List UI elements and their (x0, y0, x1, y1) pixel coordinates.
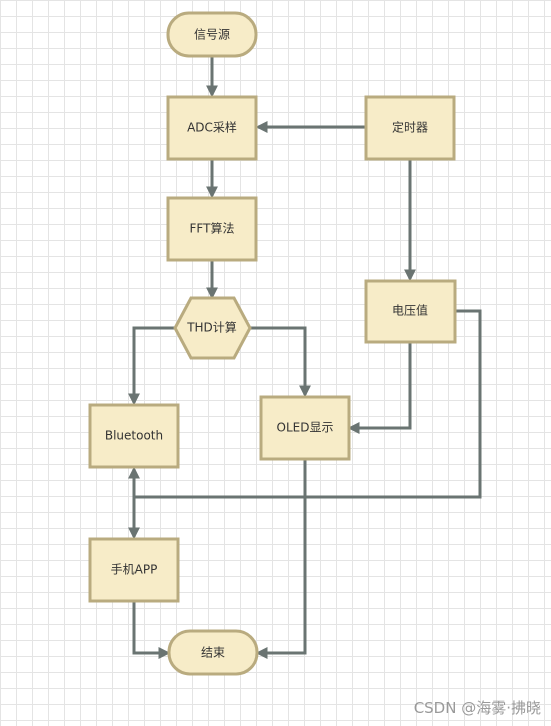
end-shape (167, 629, 259, 676)
node-end: 结束 (167, 629, 259, 676)
node-phone-app: 手机APP (88, 537, 180, 603)
node-voltage: 电压值 (364, 279, 457, 344)
oled-label: OLED显示 (277, 421, 334, 435)
fft-label: FFT算法 (190, 221, 235, 236)
node-fft: FFT算法 (166, 196, 258, 262)
edge-thd-to-bluetooth (128, 326, 177, 406)
bluetooth-label: Bluetooth (105, 429, 163, 443)
end-label: 结束 (201, 646, 225, 660)
adc-label: ADC采样 (187, 120, 237, 135)
fft-shape (166, 196, 258, 262)
edge-voltage-to-bluetooth (128, 309, 482, 499)
phone-app-shape (88, 537, 180, 603)
node-oled: OLED显示 (259, 395, 351, 461)
thd-label: THD计算 (186, 320, 237, 335)
adc-shape (166, 95, 258, 161)
thd-shape (173, 296, 252, 360)
bluetooth-shape (88, 403, 180, 469)
node-adc: ADC采样 (166, 95, 258, 161)
timer-label: 定时器 (392, 120, 428, 135)
signal-source-label: 信号源 (194, 28, 230, 42)
edge-thd-to-oled (248, 326, 311, 398)
node-thd: THD计算 (173, 296, 252, 360)
phone-app-label: 手机APP (111, 563, 158, 577)
node-signal-source: 信号源 (166, 11, 258, 58)
edge-oled-to-end (255, 459, 307, 659)
timer-shape (364, 95, 456, 161)
edge-phone-to-end (132, 601, 171, 659)
voltage-shape (364, 279, 457, 344)
voltage-label: 电压值 (392, 303, 428, 318)
node-bluetooth: Bluetooth (88, 403, 180, 469)
watermark: CSDN @海雾·拂晓 (413, 699, 541, 717)
edge-voltage-to-oled (347, 342, 412, 434)
node-timer: 定时器 (364, 95, 456, 161)
oled-shape (259, 395, 351, 461)
edges (128, 56, 482, 659)
signal-source-shape (166, 11, 258, 58)
